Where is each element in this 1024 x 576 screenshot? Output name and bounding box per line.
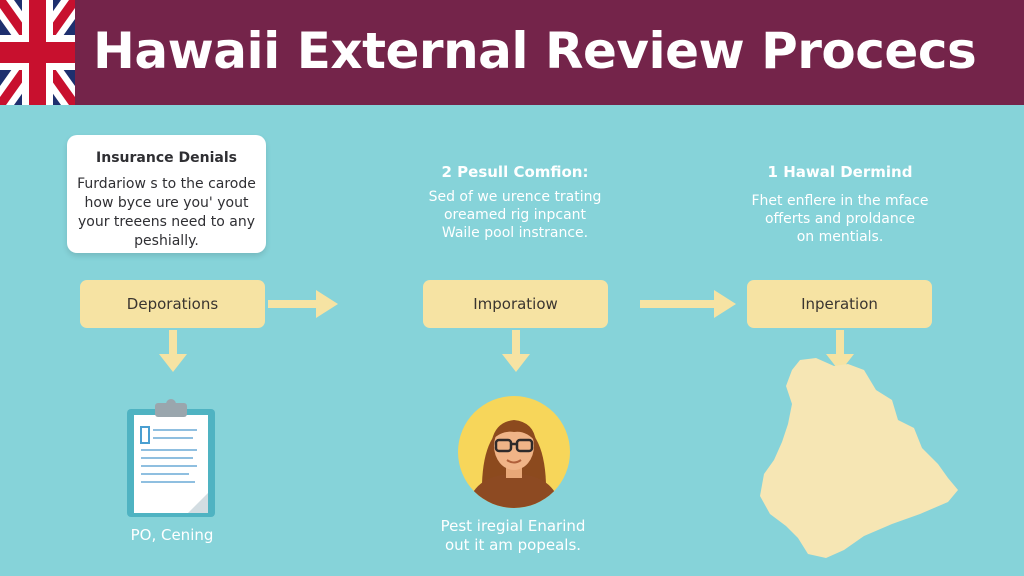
person-caption: Pest iregial Enarind out it am popeals. <box>418 517 608 555</box>
page-title: Hawaii External Review Procecs <box>93 22 977 80</box>
step-2-line: oreamed rig inpcant <box>443 207 587 223</box>
imporatiow-box[interactable]: Imporatiow <box>423 280 608 328</box>
person-avatar-icon <box>458 396 570 508</box>
deporations-box[interactable]: Deporations <box>80 280 265 328</box>
card-line: Furdariow s to the carode <box>77 176 256 192</box>
step-1-text: Fhet enflere in the mface offerts and pr… <box>745 192 935 246</box>
header-bar: Hawaii External Review Procecs <box>0 0 1024 105</box>
step-1-title: 1 Hawal Dermind <box>767 163 913 181</box>
card-text: Furdariow s to the carode how byce ure y… <box>67 175 266 251</box>
person-caption-line: Pest iregial Enarind <box>440 517 586 535</box>
card-line: how byce ure you' yout <box>84 195 249 211</box>
arrow-down-icon <box>502 330 530 372</box>
step-1-line: Fhet enflere in the mface <box>751 193 929 209</box>
insurance-denials-card: Insurance Denials Furdariow s to the car… <box>67 135 266 253</box>
arrow-right-icon <box>640 290 736 318</box>
card-line: peshially. <box>134 233 199 249</box>
step-2-line: Waile pool instrance. <box>441 225 589 241</box>
clipboard-icon <box>127 399 215 517</box>
card-line: your treeens need to any <box>77 214 255 230</box>
arrow-down-icon <box>826 330 854 372</box>
arrow-down-icon <box>159 330 187 372</box>
step-1-line: on mentials. <box>796 229 884 245</box>
island-map-icon <box>760 358 958 558</box>
clipboard-caption: PO, Cening <box>130 526 214 544</box>
inperation-box[interactable]: Inperation <box>747 280 932 328</box>
step-2-line: Sed of we urence trating <box>428 189 602 205</box>
uk-flag-icon <box>0 0 75 105</box>
step-2-text: Sed of we urence trating oreamed rig inp… <box>410 188 620 242</box>
person-caption-line: out it am popeals. <box>444 536 582 554</box>
step-1-line: offerts and proldance <box>764 211 916 227</box>
step-2-title: 2 Pesull Comfion: <box>441 163 589 181</box>
card-title: Insurance Denials <box>96 150 237 166</box>
arrow-right-icon <box>268 290 338 318</box>
